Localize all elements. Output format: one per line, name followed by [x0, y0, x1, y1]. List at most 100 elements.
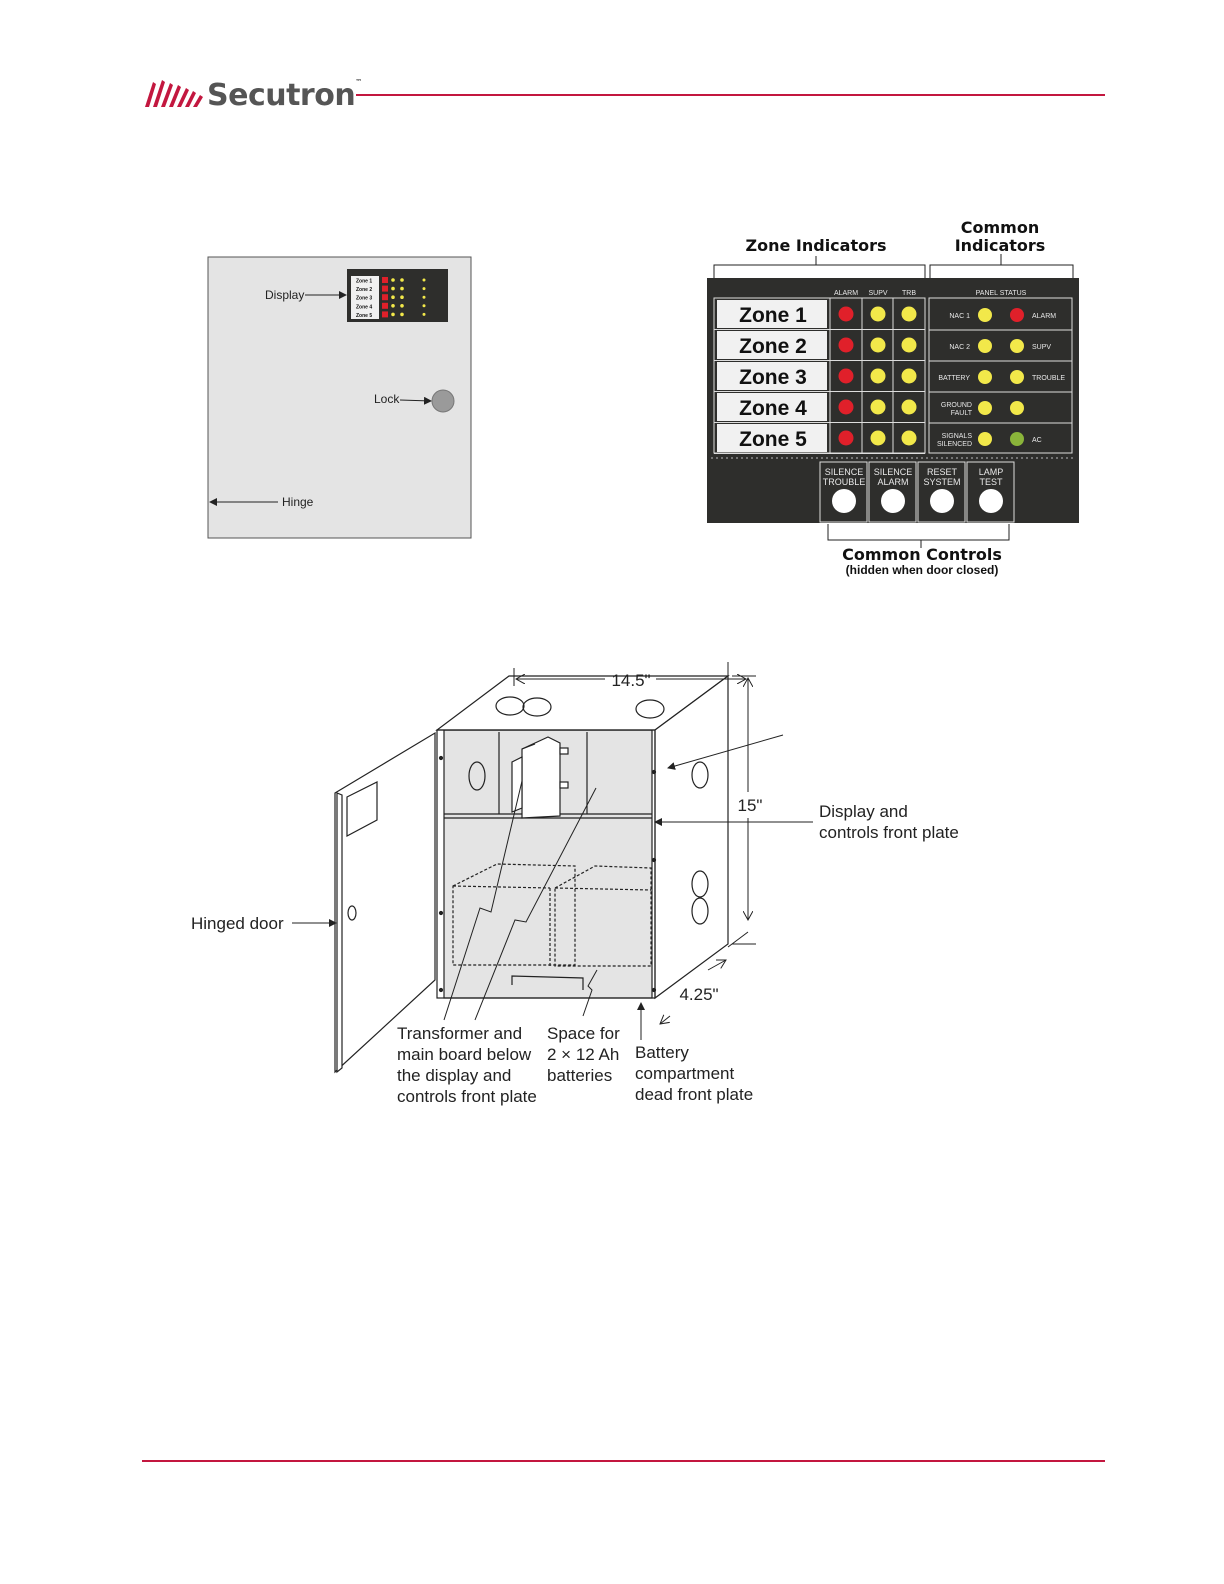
- mini-trb-led: [400, 312, 404, 317]
- batteries: [452, 863, 652, 967]
- zone-label: Zone 3: [739, 366, 807, 389]
- door-window: [346, 781, 378, 837]
- zone-alarm-led: [838, 399, 854, 415]
- zone-trb-led: [901, 430, 917, 446]
- battery-space-label: 2 × 12 Ah: [547, 1045, 619, 1064]
- dimensions: [513, 662, 756, 1024]
- open-enclosure: [334, 674, 730, 1074]
- panel-status-title: PANEL STATUS: [976, 290, 1027, 297]
- mini-supv-led: [391, 286, 395, 291]
- common-controls-title: Common Controls: [842, 545, 1002, 564]
- width-dimension: 14.5": [611, 671, 650, 690]
- button-label: RESET: [927, 467, 958, 477]
- common-bracket: [929, 254, 1074, 278]
- zone-indicators-title: Zone Indicators: [745, 236, 886, 255]
- zone-supv-led: [870, 399, 886, 415]
- enclosure-front-frame: [436, 729, 656, 999]
- zone-supv-led: [870, 337, 886, 353]
- column-header-supv: SUPV: [868, 290, 887, 297]
- status-led-left: [978, 370, 992, 384]
- battery-compartment-label: dead front plate: [635, 1085, 753, 1104]
- hinged-door-label: Hinged door: [191, 914, 284, 933]
- enclosure-right-side: [654, 674, 729, 1000]
- knockout-back: [468, 761, 486, 791]
- battery-space-label: Space for: [547, 1024, 620, 1043]
- controls-bracket: [827, 524, 1010, 548]
- status-label: FAULT: [951, 410, 973, 417]
- lock-icon: [431, 389, 455, 413]
- mini-alarm-led: [382, 311, 388, 318]
- mini-status-led: [422, 278, 426, 282]
- status-led-left: [978, 432, 992, 446]
- zone-label-box: [717, 393, 827, 421]
- mini-supv-led: [391, 295, 395, 300]
- footer-rule: [142, 1460, 1105, 1462]
- zone-trb-led: [901, 368, 917, 384]
- zone-supv-led: [870, 368, 886, 384]
- status-right-label: AC: [1032, 437, 1042, 444]
- door-lock-hole: [347, 905, 357, 921]
- zone-alarm-led: [838, 306, 854, 322]
- mini-alarm-led: [382, 285, 388, 292]
- battery-tray: [511, 975, 584, 990]
- status-led-right: [1010, 339, 1024, 353]
- button-label: TROUBLE: [823, 477, 866, 487]
- status-led-right: [1010, 432, 1024, 446]
- depth-dimension: 4.25": [679, 985, 718, 1004]
- mini-supv-led: [391, 312, 395, 317]
- status-label: NAC 2: [949, 344, 970, 351]
- zone-label: Zone 5: [739, 428, 807, 451]
- silence-alarm-button[interactable]: [881, 489, 905, 513]
- button-label: ALARM: [877, 477, 908, 487]
- mini-status-led: [422, 304, 426, 308]
- mini-zone-label: Zone 1: [356, 279, 372, 285]
- mini-alarm-led: [382, 294, 388, 301]
- zone-label-box: [717, 424, 827, 452]
- column-header-trb: TRB: [902, 290, 916, 297]
- knockout-side-3: [691, 897, 709, 925]
- common-indicators-title-2: Indicators: [955, 236, 1046, 255]
- status-label: SILENCED: [937, 441, 972, 448]
- mini-zone-label: Zone 3: [356, 296, 372, 302]
- transformer-label: the display and: [397, 1066, 511, 1085]
- mini-status-led: [422, 287, 426, 291]
- header-rule: [356, 94, 1105, 96]
- button-label: SILENCE: [874, 467, 913, 477]
- mini-trb-led: [400, 304, 404, 308]
- button-label: SYSTEM: [923, 477, 960, 487]
- mini-trb-led: [400, 286, 404, 291]
- button-label: LAMP: [979, 467, 1004, 477]
- status-led-left: [978, 308, 992, 322]
- zone-label: Zone 2: [739, 335, 807, 358]
- transformer-label: main board below: [397, 1045, 532, 1064]
- mini-trb-led: [400, 278, 404, 282]
- knockout-top-3: [635, 699, 665, 719]
- lamp-test-button[interactable]: [979, 489, 1003, 513]
- knockout-side-1: [691, 761, 709, 789]
- reset-system-button[interactable]: [930, 489, 954, 513]
- zone-supv-led: [870, 306, 886, 322]
- mini-status-led: [422, 312, 426, 316]
- status-right-label: SUPV: [1032, 344, 1051, 351]
- lock-label: Lock: [374, 392, 400, 406]
- battery-space-label: batteries: [547, 1066, 612, 1085]
- status-led-left: [978, 339, 992, 353]
- callout-lines: [292, 734, 813, 1040]
- transformer: [511, 736, 569, 819]
- mini-supv-led: [391, 278, 395, 282]
- display-plate-label: Display and: [819, 802, 908, 821]
- mini-status-led: [422, 295, 426, 299]
- secutron-logo: Secutron™: [143, 76, 362, 114]
- status-led-right: [1010, 401, 1024, 415]
- zone-alarm-led: [838, 368, 854, 384]
- transformer-label: controls front plate: [397, 1087, 537, 1106]
- silence-trouble-button[interactable]: [832, 489, 856, 513]
- battery-compartment-label: compartment: [635, 1064, 734, 1083]
- status-label: SIGNALS: [942, 433, 973, 440]
- knockout-top-1: [495, 696, 525, 716]
- zone-trb-led: [901, 337, 917, 353]
- zone-label-box: [717, 331, 827, 359]
- knockout-top-2: [522, 697, 552, 717]
